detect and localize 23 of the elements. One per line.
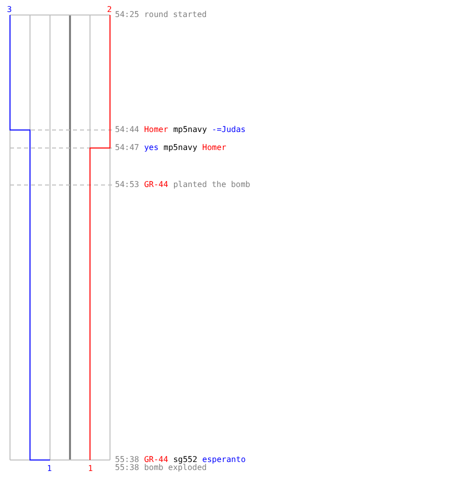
- player-count: 3: [7, 5, 12, 15]
- timestamp: 54:47: [115, 143, 140, 152]
- weapon-name: sg552: [173, 455, 198, 464]
- player-name: Homer: [202, 143, 226, 152]
- player-name: yes: [144, 143, 159, 152]
- timestamp: 54:53: [115, 180, 140, 189]
- event-text: round started: [144, 10, 207, 19]
- timestamp: 54:44: [115, 125, 140, 134]
- event-text: bomb exploded: [144, 463, 207, 472]
- weapon-name: mp5navy: [173, 125, 207, 134]
- timestamp: 55:38: [115, 455, 140, 464]
- player-count: 1: [88, 464, 93, 474]
- player-name: esperanto: [202, 455, 246, 464]
- player-name: GR-44: [144, 180, 168, 189]
- weapon-name: mp5navy: [164, 143, 198, 152]
- player-count: 2: [107, 5, 112, 15]
- player-name: Homer: [144, 125, 168, 134]
- player-name: -=Judas: [212, 125, 246, 134]
- player-name: GR-44: [144, 455, 168, 464]
- timestamp: 54:25: [115, 10, 140, 19]
- timestamp: 55:38: [115, 463, 140, 472]
- event-text: planted the bomb: [173, 180, 250, 189]
- player-count: 1: [47, 464, 52, 474]
